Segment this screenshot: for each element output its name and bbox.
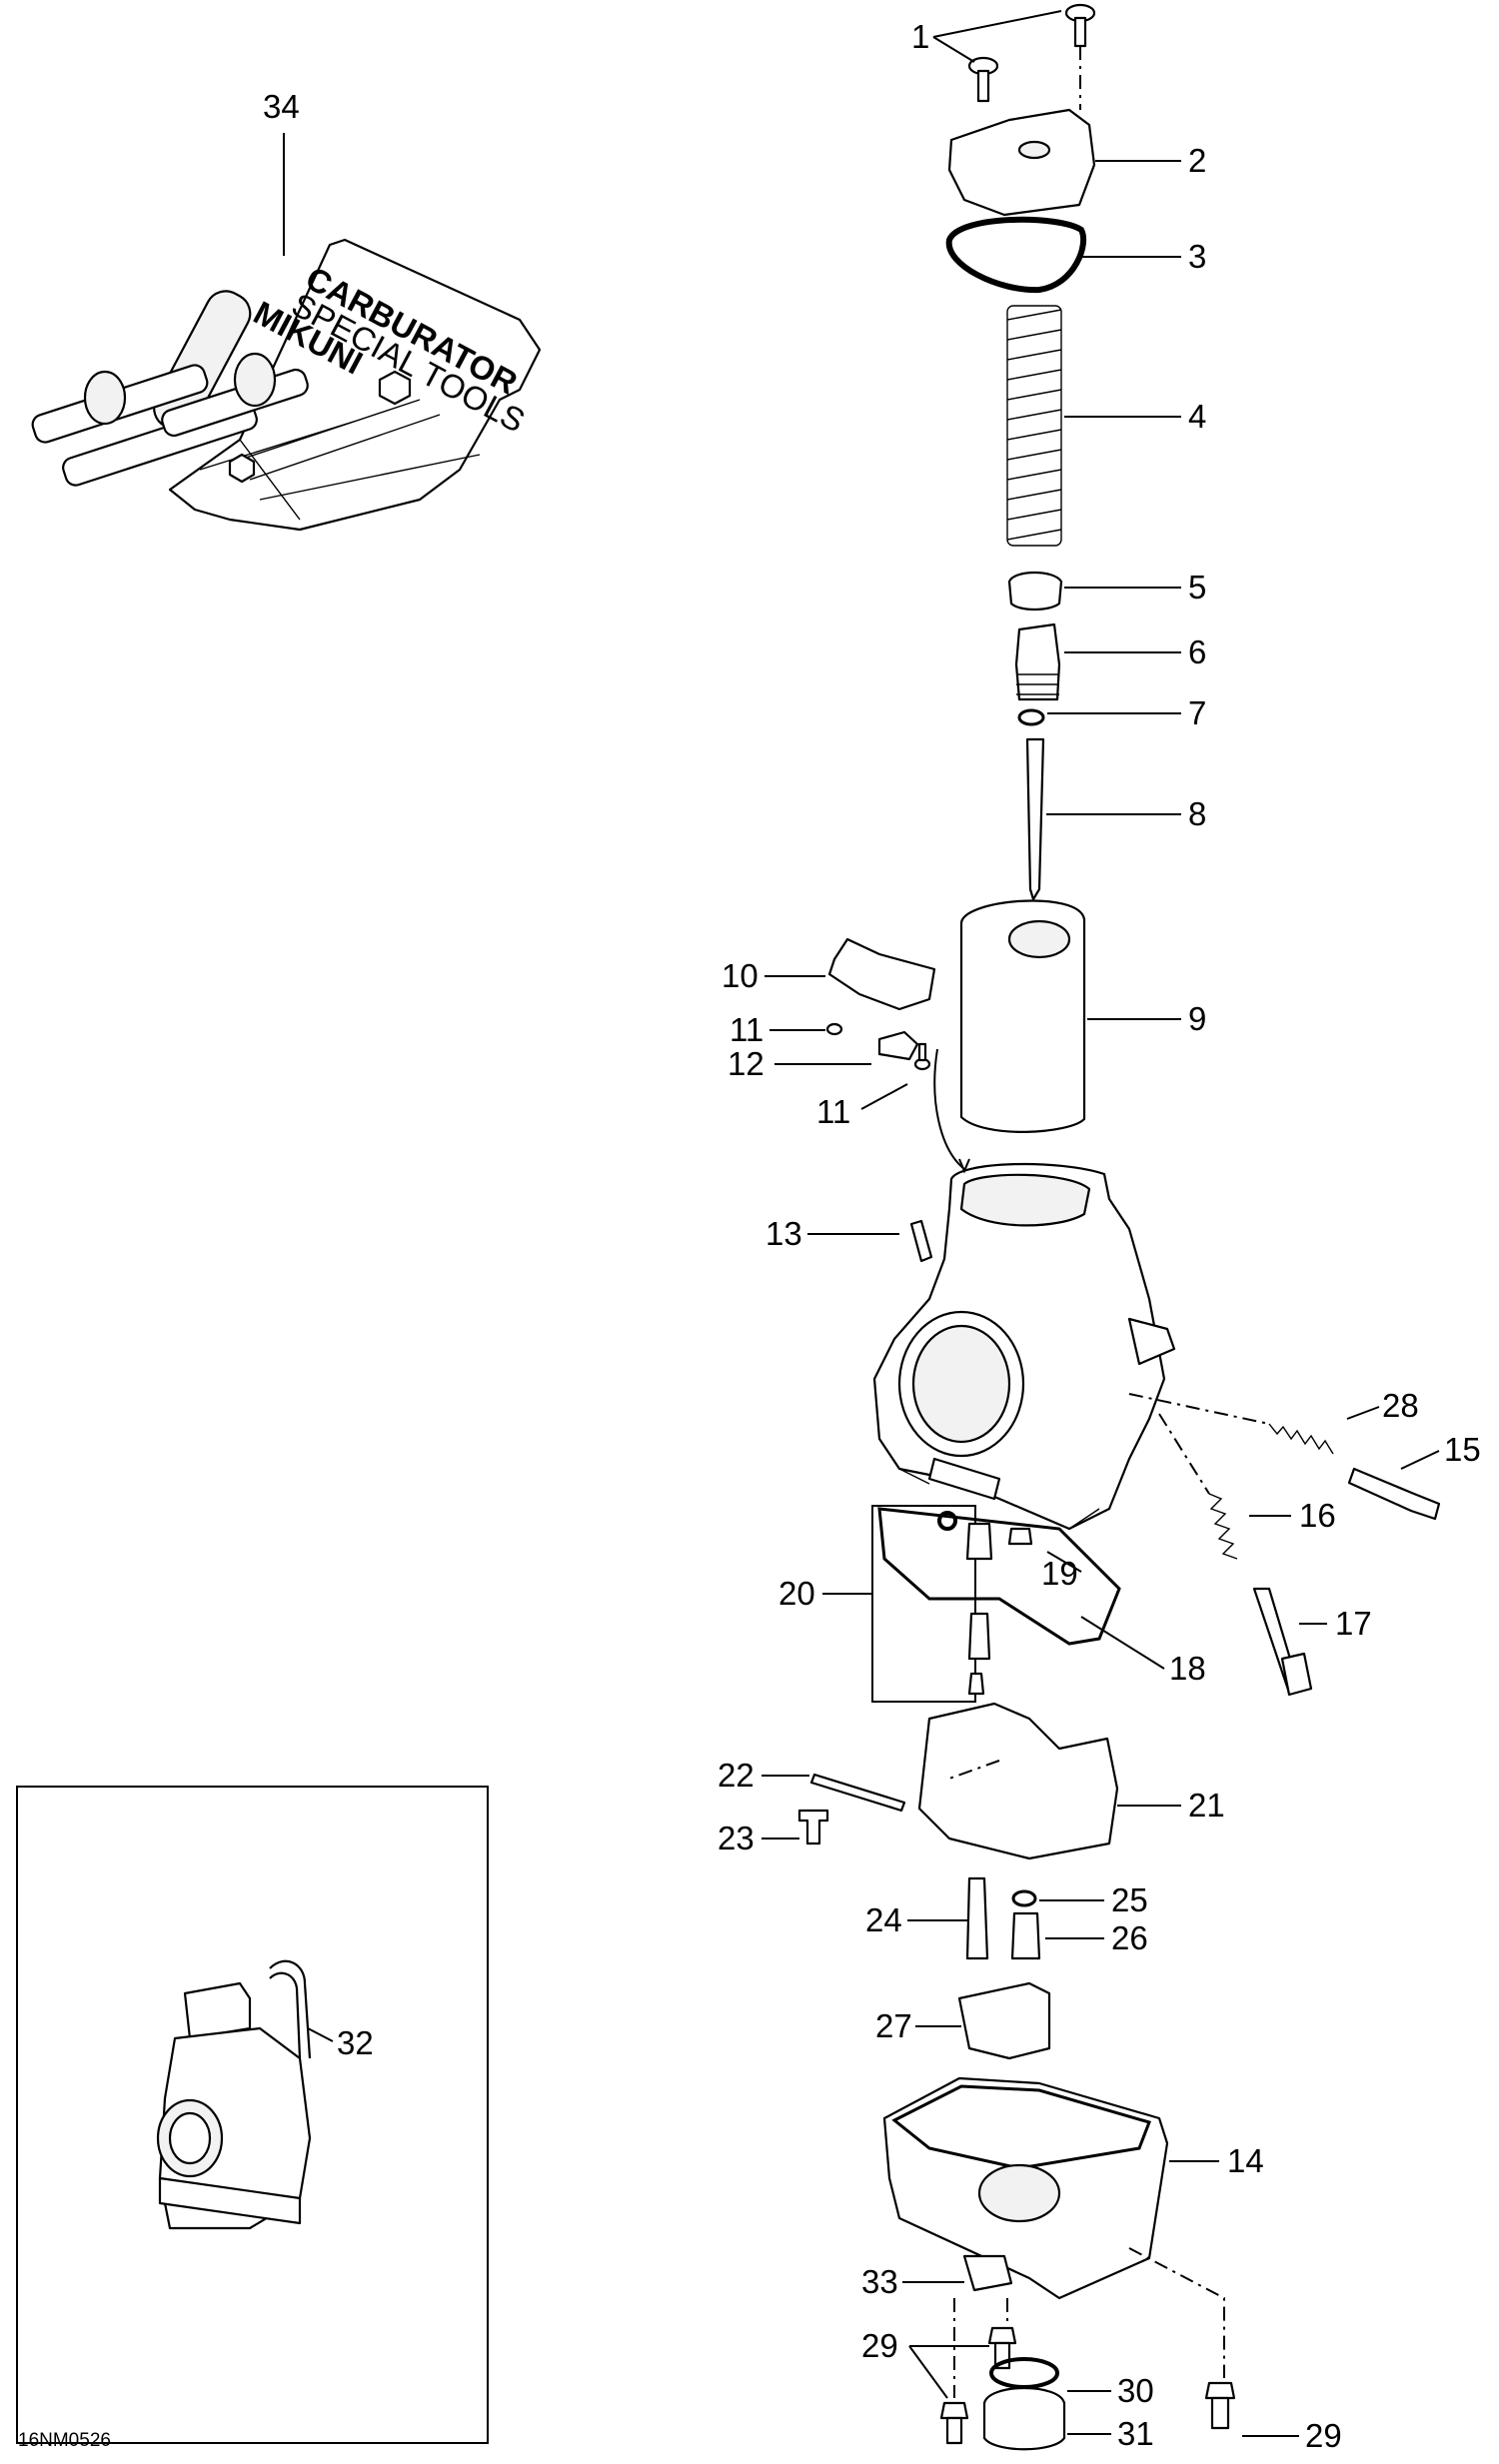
part-1-screws: [967, 3, 1096, 103]
callout-9: 9: [1188, 1000, 1206, 1037]
diagram-code: 16NM0526: [18, 2430, 111, 2451]
callout-12: 12: [728, 1045, 764, 1082]
callout-23: 23: [718, 1820, 754, 1856]
part-29-screws: [939, 2326, 1236, 2445]
part-9-slide: [959, 899, 1086, 1133]
inset-carburetor-drawing: [156, 1959, 312, 2230]
callout-15: 15: [1444, 1431, 1481, 1468]
part-11-screws: [825, 1022, 931, 1071]
part-3-oring: [945, 216, 1087, 294]
part-7-clip: [1017, 708, 1045, 726]
callout-19: 19: [1041, 1555, 1078, 1592]
callout-31: 31: [1117, 2415, 1154, 2452]
part-12-washer: [877, 1030, 919, 1061]
callout-14: 14: [1227, 2142, 1264, 2179]
callout-20: 20: [778, 1575, 815, 1612]
part-2-cap: [947, 108, 1096, 217]
callout-6: 6: [1188, 633, 1206, 670]
callout-13: 13: [765, 1215, 802, 1252]
callout-11: 11: [730, 1011, 763, 1048]
callout-34: 34: [263, 88, 300, 125]
callout-29: 29: [861, 2327, 898, 2364]
callout-1: 1: [911, 18, 929, 55]
callout-28: 28: [1382, 1387, 1419, 1424]
tool-kit-drawing: [31, 238, 542, 532]
part-13-bolt: [909, 1219, 933, 1263]
callout-30: 30: [1117, 2372, 1154, 2409]
part-4-spring: [1006, 305, 1062, 547]
callout-2: 2: [1188, 142, 1206, 179]
callout-11: 11: [816, 1093, 850, 1130]
callout-32: 32: [337, 2024, 374, 2061]
part-27-baffle: [957, 1981, 1051, 2060]
callout-17: 17: [1335, 1605, 1372, 1642]
carburetor-body: [872, 1162, 1176, 1531]
part-22-pin: [809, 1773, 906, 1813]
part-14-float-bowl: [882, 2076, 1169, 2300]
callout-16: 16: [1299, 1497, 1336, 1534]
part-25-washer: [1011, 1889, 1037, 1907]
callout-10: 10: [722, 957, 758, 994]
callout-29: 29: [1305, 2417, 1342, 2454]
part-24-jet: [965, 1876, 989, 1960]
part-31-plug: [982, 2387, 1066, 2451]
inset-frame: [16, 1786, 489, 2444]
callout-3: 3: [1188, 238, 1206, 275]
part-15-screw: [1347, 1467, 1441, 1521]
callout-5: 5: [1188, 569, 1206, 606]
callout-26: 26: [1111, 1919, 1148, 1956]
callout-22: 22: [718, 1757, 754, 1794]
callout-27: 27: [875, 2007, 912, 2044]
part-19-jet: [1007, 1527, 1033, 1546]
part-23-screw: [797, 1809, 829, 1846]
part-26-jet: [1010, 1911, 1041, 1960]
part-21-float: [917, 1702, 1119, 1860]
part-33-plate: [962, 2254, 1013, 2292]
part-28-spring: [1268, 1423, 1334, 1455]
callout-33: 33: [861, 2263, 898, 2300]
callout-25: 25: [1111, 1881, 1148, 1918]
part-6-holder: [1014, 622, 1061, 701]
part-16-spring: [1208, 1493, 1238, 1560]
part-18-gasket: [877, 1507, 1121, 1646]
part-5-seat: [1007, 572, 1063, 612]
part-20-bracket: [871, 1505, 976, 1703]
callout-8: 8: [1188, 795, 1206, 832]
leader-lines: [283, 10, 1440, 2437]
callout-24: 24: [865, 1901, 902, 1938]
part-8-needle: [1025, 737, 1045, 901]
callout-21: 21: [1188, 1787, 1225, 1824]
callout-18: 18: [1169, 1650, 1206, 1687]
callout-7: 7: [1188, 694, 1206, 731]
part-10-plate: [827, 937, 936, 1011]
callout-4: 4: [1188, 398, 1206, 435]
part-30-oring: [989, 2357, 1059, 2389]
